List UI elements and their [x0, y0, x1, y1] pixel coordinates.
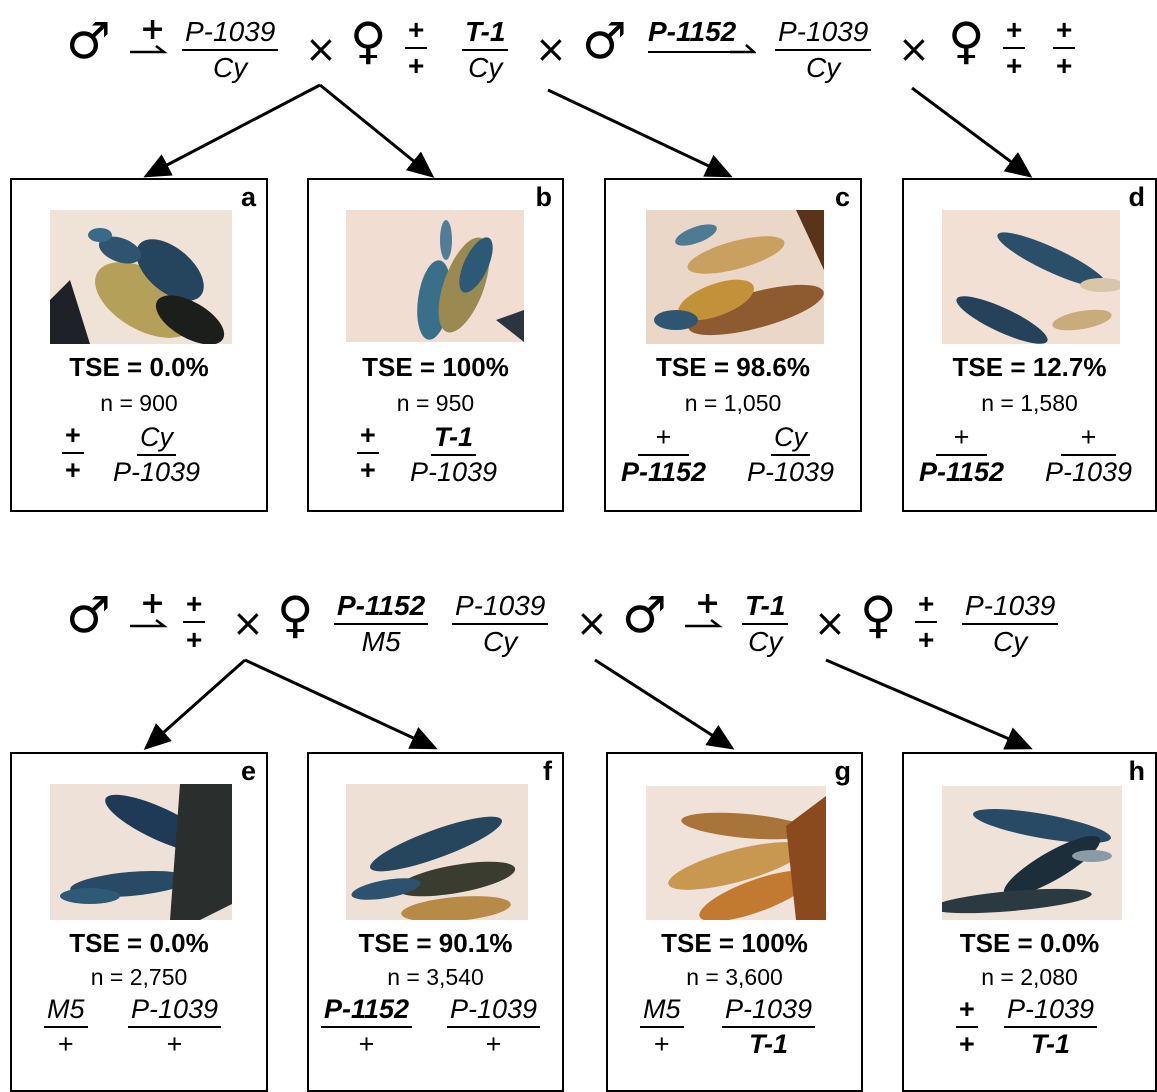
panel-letter: f	[543, 756, 552, 786]
arrow-to-c	[547, 88, 733, 178]
sample-size: n = 2,080	[981, 964, 1078, 990]
male-symbol: ♂	[66, 12, 111, 70]
x-y-hook-icon	[130, 619, 168, 628]
arrow-to-g	[594, 658, 735, 750]
testis-photo	[50, 210, 232, 344]
panel-letter: b	[535, 182, 553, 212]
testis-photo	[646, 210, 824, 344]
male-symbol: ♂	[622, 586, 667, 644]
cross-sign: ×	[576, 601, 608, 645]
testis-photo	[646, 786, 826, 920]
x-plus: +	[140, 586, 166, 621]
genotype-plus-plus: + +	[1003, 16, 1026, 80]
genotype-plus-plus: + +	[183, 590, 206, 654]
genotype-t1-cy: T-1 Cy	[462, 18, 509, 82]
testis-photo	[346, 210, 524, 342]
panel-g: g TSE = 100% n = 3,600 M5 + P-1039 T-1	[606, 752, 863, 1092]
arrow-to-h	[825, 658, 1033, 750]
genotype-p1039-cy: P-1039 Cy	[962, 592, 1059, 656]
sample-size: n = 3,540	[387, 964, 484, 990]
tse-value: TSE = 90.1%	[358, 928, 513, 958]
panel-b: b TSE = 100% n = 950 + + T-1 P-1039	[307, 178, 564, 512]
tse-value: TSE = 100%	[661, 928, 808, 958]
female-symbol: ♀	[277, 586, 314, 644]
genotype-p1152-plus: P-1152 +	[321, 996, 413, 1058]
female-symbol: ♀	[350, 12, 387, 70]
genotype-t1-p1039: T-1 P-1039	[410, 422, 498, 487]
panel-letter: e	[240, 756, 256, 786]
tse-value: TSE = 0.0%	[69, 928, 209, 958]
panel-letter: a	[240, 182, 256, 212]
genotype-p1039-cy: P-1039 Cy	[452, 592, 549, 656]
arrow-to-e	[143, 658, 246, 750]
panel-letter: g	[834, 756, 852, 786]
cross-sign: ×	[232, 601, 264, 645]
tse-value: TSE = 100%	[362, 352, 509, 382]
genotype-p1152-m5: P-1152 M5	[334, 592, 429, 656]
panel-a: a TSE = 0.0% n = 900 + + Cy P-1039	[10, 178, 268, 512]
testis-photo	[942, 786, 1122, 920]
genotype-plus-plus: + +	[956, 996, 978, 1058]
cross-sign: ×	[305, 27, 337, 71]
panel-letter: d	[1128, 182, 1146, 212]
sample-size: n = 1,050	[684, 390, 782, 416]
genotype-plus-p1039: + P-1039	[1045, 422, 1133, 487]
genotype-p1039-plus: P-1039 +	[447, 996, 541, 1058]
sample-size: n = 900	[100, 390, 178, 416]
testis-photo	[346, 784, 528, 920]
genotype-p1152-y: P-1152	[648, 16, 758, 66]
panel-e: e TSE = 0.0% n = 2,750 M5 + P-1039 +	[10, 752, 268, 1092]
panel-f: f TSE = 90.1% n = 3,540 P-1152 + P-1039 …	[307, 752, 564, 1092]
genotype-m5-plus: M5 +	[44, 996, 88, 1058]
panel-letter: c	[834, 182, 850, 212]
testis-photo	[50, 784, 232, 920]
x-y-hook-icon	[130, 45, 168, 54]
genotype-plus-plus: + +	[915, 590, 938, 654]
male-symbol: ♂	[66, 586, 111, 644]
tse-value: TSE = 98.6%	[656, 352, 810, 382]
genotype-cy-p1039: Cy P-1039	[113, 422, 201, 487]
panel-letter: h	[1128, 756, 1146, 786]
panel-h: h TSE = 0.0% n = 2,080 + + P-1039 T-1	[902, 752, 1157, 1092]
arrow-to-d	[911, 86, 1033, 178]
sample-size: n = 3,600	[686, 964, 783, 990]
genotype-p1039-cy: P-1039 Cy	[182, 18, 279, 82]
genotype-plus-plus: + +	[405, 16, 428, 80]
genotype-p1039-t1: P-1039 T-1	[722, 996, 816, 1058]
sample-size: n = 2,750	[90, 964, 188, 990]
arrow-to-f	[244, 658, 438, 750]
testis-photo	[942, 210, 1120, 344]
x-plus: +	[695, 586, 721, 621]
female-symbol: ♀	[948, 12, 985, 70]
genotype-cy-p1039: Cy P-1039	[747, 422, 835, 487]
cross-sign: ×	[898, 27, 930, 71]
male-symbol: ♂	[582, 12, 627, 70]
genotype-t1-cy: T-1 Cy	[742, 592, 789, 656]
arrow-to-a	[143, 83, 321, 178]
female-symbol: ♀	[860, 586, 897, 644]
genotype-p1039-plus: P-1039 +	[128, 996, 222, 1058]
genotype-plus-plus: + +	[357, 422, 379, 484]
genotype-plus-p1152: + P-1152	[621, 422, 707, 487]
y-hook-icon	[730, 44, 756, 54]
cross-sign: ×	[814, 601, 846, 645]
genotype-p1039-cy: P-1039 Cy	[775, 18, 872, 82]
arrow-to-b	[319, 83, 435, 178]
genotype-m5-plus: M5 +	[640, 996, 684, 1058]
tse-value: TSE = 0.0%	[959, 928, 1100, 958]
tse-value: TSE = 0.0%	[69, 352, 209, 382]
panel-d: d TSE = 12.7% n = 1,580 + P-1152 + P-103…	[902, 178, 1157, 512]
tse-value: TSE = 12.7%	[952, 352, 1107, 382]
genotype-plus-p1152: + P-1152	[919, 422, 1005, 487]
sample-size: n = 1,580	[981, 390, 1078, 416]
genotype-plus-plus: + +	[1053, 16, 1076, 80]
genotype-p1039-t1: P-1039 T-1	[1004, 996, 1098, 1058]
panel-c: c TSE = 98.6% n = 1,050 + P-1152 Cy P-10…	[604, 178, 862, 512]
genotype-plus-plus: + +	[62, 422, 84, 484]
x-y-hook-icon	[685, 619, 723, 628]
x-plus: +	[140, 12, 166, 47]
cross-sign: ×	[535, 27, 567, 71]
sample-size: n = 950	[396, 390, 475, 416]
